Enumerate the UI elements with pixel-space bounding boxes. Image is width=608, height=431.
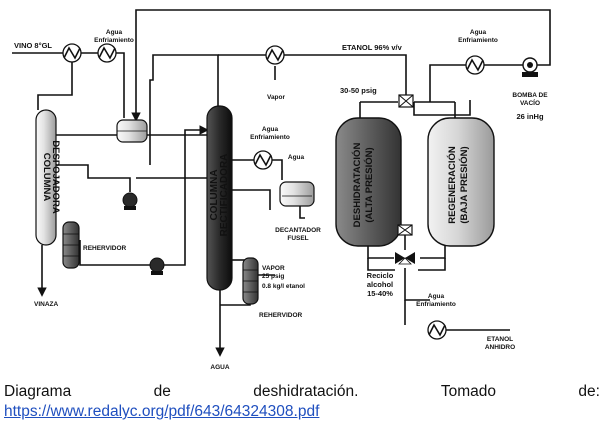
label-agua-entr-4a: Agua [428,293,445,300]
rectificadora-label-1: COLUMNA [209,169,220,220]
label-agua-small: Agua [288,154,305,161]
fusel-decanter [279,181,315,207]
cooler-icon [427,320,447,340]
valve-icon [398,94,414,108]
label-agua-entr-1b: Enfriamiento [94,37,134,44]
label-reciclo-1: Reciclo [367,271,394,280]
caption-word: deshidratación. [253,383,359,400]
dehydration-process-diagram: COLUMNA DESPOJADORA COLUMNA RECTIFICADOR… [12,9,551,371]
reflux-drum [116,119,148,143]
cooler-icon [253,150,273,170]
valve-icon [397,224,413,236]
regeneracion-label-2: (BAJA PRESIÓN) [458,146,470,223]
label-vino: VINO 8°GL [14,41,52,50]
label-vapor-25-c: 0.8 kg/l etanol [262,283,305,290]
caption-word: Tomado [440,383,496,400]
figure-caption: Diagrama de deshidratación. Tomado de: h… [4,383,600,421]
label-agua-entr-4b: Enfriamiento [416,301,456,308]
label-etanol-96: ETANOL 96% v/v [342,43,403,52]
label-rehervidor-2: REHERVIDOR [259,312,303,319]
label-vapor-25-b: 25 psig [262,273,284,280]
despojadora-label-2: DESPOJADORA [50,140,61,214]
bed-regeneracion: REGENERACIÓN (BAJA PRESIÓN) [427,117,495,247]
label-psig-30-50: 30-50 psig [340,86,377,95]
label-bomba-vacio-1: BOMBA DE [512,92,548,99]
deshidratacion-label-1: DESHIDRATACIÓN [351,143,363,228]
label-decantador-2: FUSEL [287,235,308,242]
label-vapor-top: Vapor [267,94,286,101]
heat-exchanger-icon [62,43,82,63]
columna-despojadora: COLUMNA DESPOJADORA [35,109,61,246]
regeneracion-label-1: REGENERACIÓN [446,146,458,224]
pump-icon [122,192,138,210]
label-decantador-1: DECANTADOR [275,227,321,234]
label-etanol-anhidro-2: ANHIDRO [485,344,515,351]
label-etanol-anhidro-1: ETANOL [487,336,513,343]
caption-word: de [153,383,171,400]
label-vapor-25-a: VAPOR [262,265,285,272]
cooler-icon [465,55,485,75]
label-agua-entr-3b: Enfriamiento [250,134,290,141]
label-rehervidor-1: REHERVIDOR [83,245,127,252]
pipe-network [12,9,551,357]
label-agua-entr-2a: Agua [470,29,487,36]
reboiler-2 [242,257,259,305]
label-agua-entr-2b: Enfriamiento [458,37,498,44]
caption-line: Diagrama de deshidratación. Tomado de: [4,383,600,401]
cooler-icon [97,43,117,63]
vacuum-pump-icon [522,52,551,77]
label-bomba-vacio-2: VACÍO [520,98,540,107]
caption-word: Diagrama [4,383,72,400]
source-link[interactable]: https://www.redalyc.org/pdf/643/64324308… [4,403,320,420]
caption-word: de: [578,383,600,400]
pump-icon [149,257,165,275]
label-vinaza: VINAZA [34,301,59,308]
label-vacio-26: 26 inHg [516,112,544,121]
label-reciclo-2: alcohol [367,280,393,289]
valve-icon [395,252,415,265]
label-reciclo-3: 15-40% [367,289,393,298]
label-agua-bottom: AGUA [210,364,229,371]
despojadora-label-1: COLUMNA [41,153,52,202]
label-agua-entr-1a: Agua [106,29,123,36]
columna-rectificadora: COLUMNA RECTIFICADORA [206,105,233,291]
deshidratacion-label-2: (ALTA PRESIÓN) [363,147,375,222]
rectificadora-label-2: RECTIFICADORA [219,154,230,237]
reboiler-1 [62,221,80,269]
bed-deshidratacion: DESHIDRATACIÓN (ALTA PRESIÓN) [335,117,402,247]
condenser-icon [265,45,285,65]
label-agua-entr-3a: Agua [262,126,279,133]
